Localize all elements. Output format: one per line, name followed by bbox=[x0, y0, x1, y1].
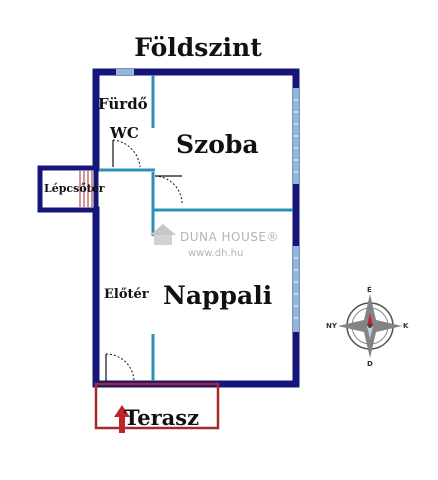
terrace-outline bbox=[94, 382, 220, 430]
room-label-wc: WC bbox=[110, 124, 139, 142]
outer-walls bbox=[92, 68, 300, 388]
room-label-terasz: Terasz bbox=[124, 405, 199, 430]
page-title: Földszint bbox=[134, 33, 262, 62]
watermark-url: www.dh.hu bbox=[188, 248, 244, 259]
compass-north-label: É bbox=[367, 286, 372, 294]
partitions bbox=[99, 75, 293, 381]
entrance-arrow-icon bbox=[114, 405, 130, 433]
room-label-nappali: Nappali bbox=[163, 281, 273, 310]
room-label-lepcsoter: Lépcsőtér bbox=[44, 182, 105, 195]
compass-icon bbox=[338, 294, 402, 358]
room-label-szoba: Szoba bbox=[176, 130, 259, 159]
compass-east-label: K bbox=[403, 322, 409, 330]
door-leaves bbox=[105, 140, 182, 381]
room-label-eloter: Előtér bbox=[104, 287, 149, 302]
compass-south-label: D bbox=[367, 360, 373, 368]
room-label-furdo: Fürdő bbox=[98, 95, 148, 113]
staircase bbox=[37, 165, 99, 213]
duna-house-logo-icon bbox=[150, 224, 176, 245]
window-ticks bbox=[294, 99, 298, 319]
compass-west-label: NY bbox=[326, 322, 337, 330]
watermark-name: DUNA HOUSE® bbox=[180, 230, 279, 244]
